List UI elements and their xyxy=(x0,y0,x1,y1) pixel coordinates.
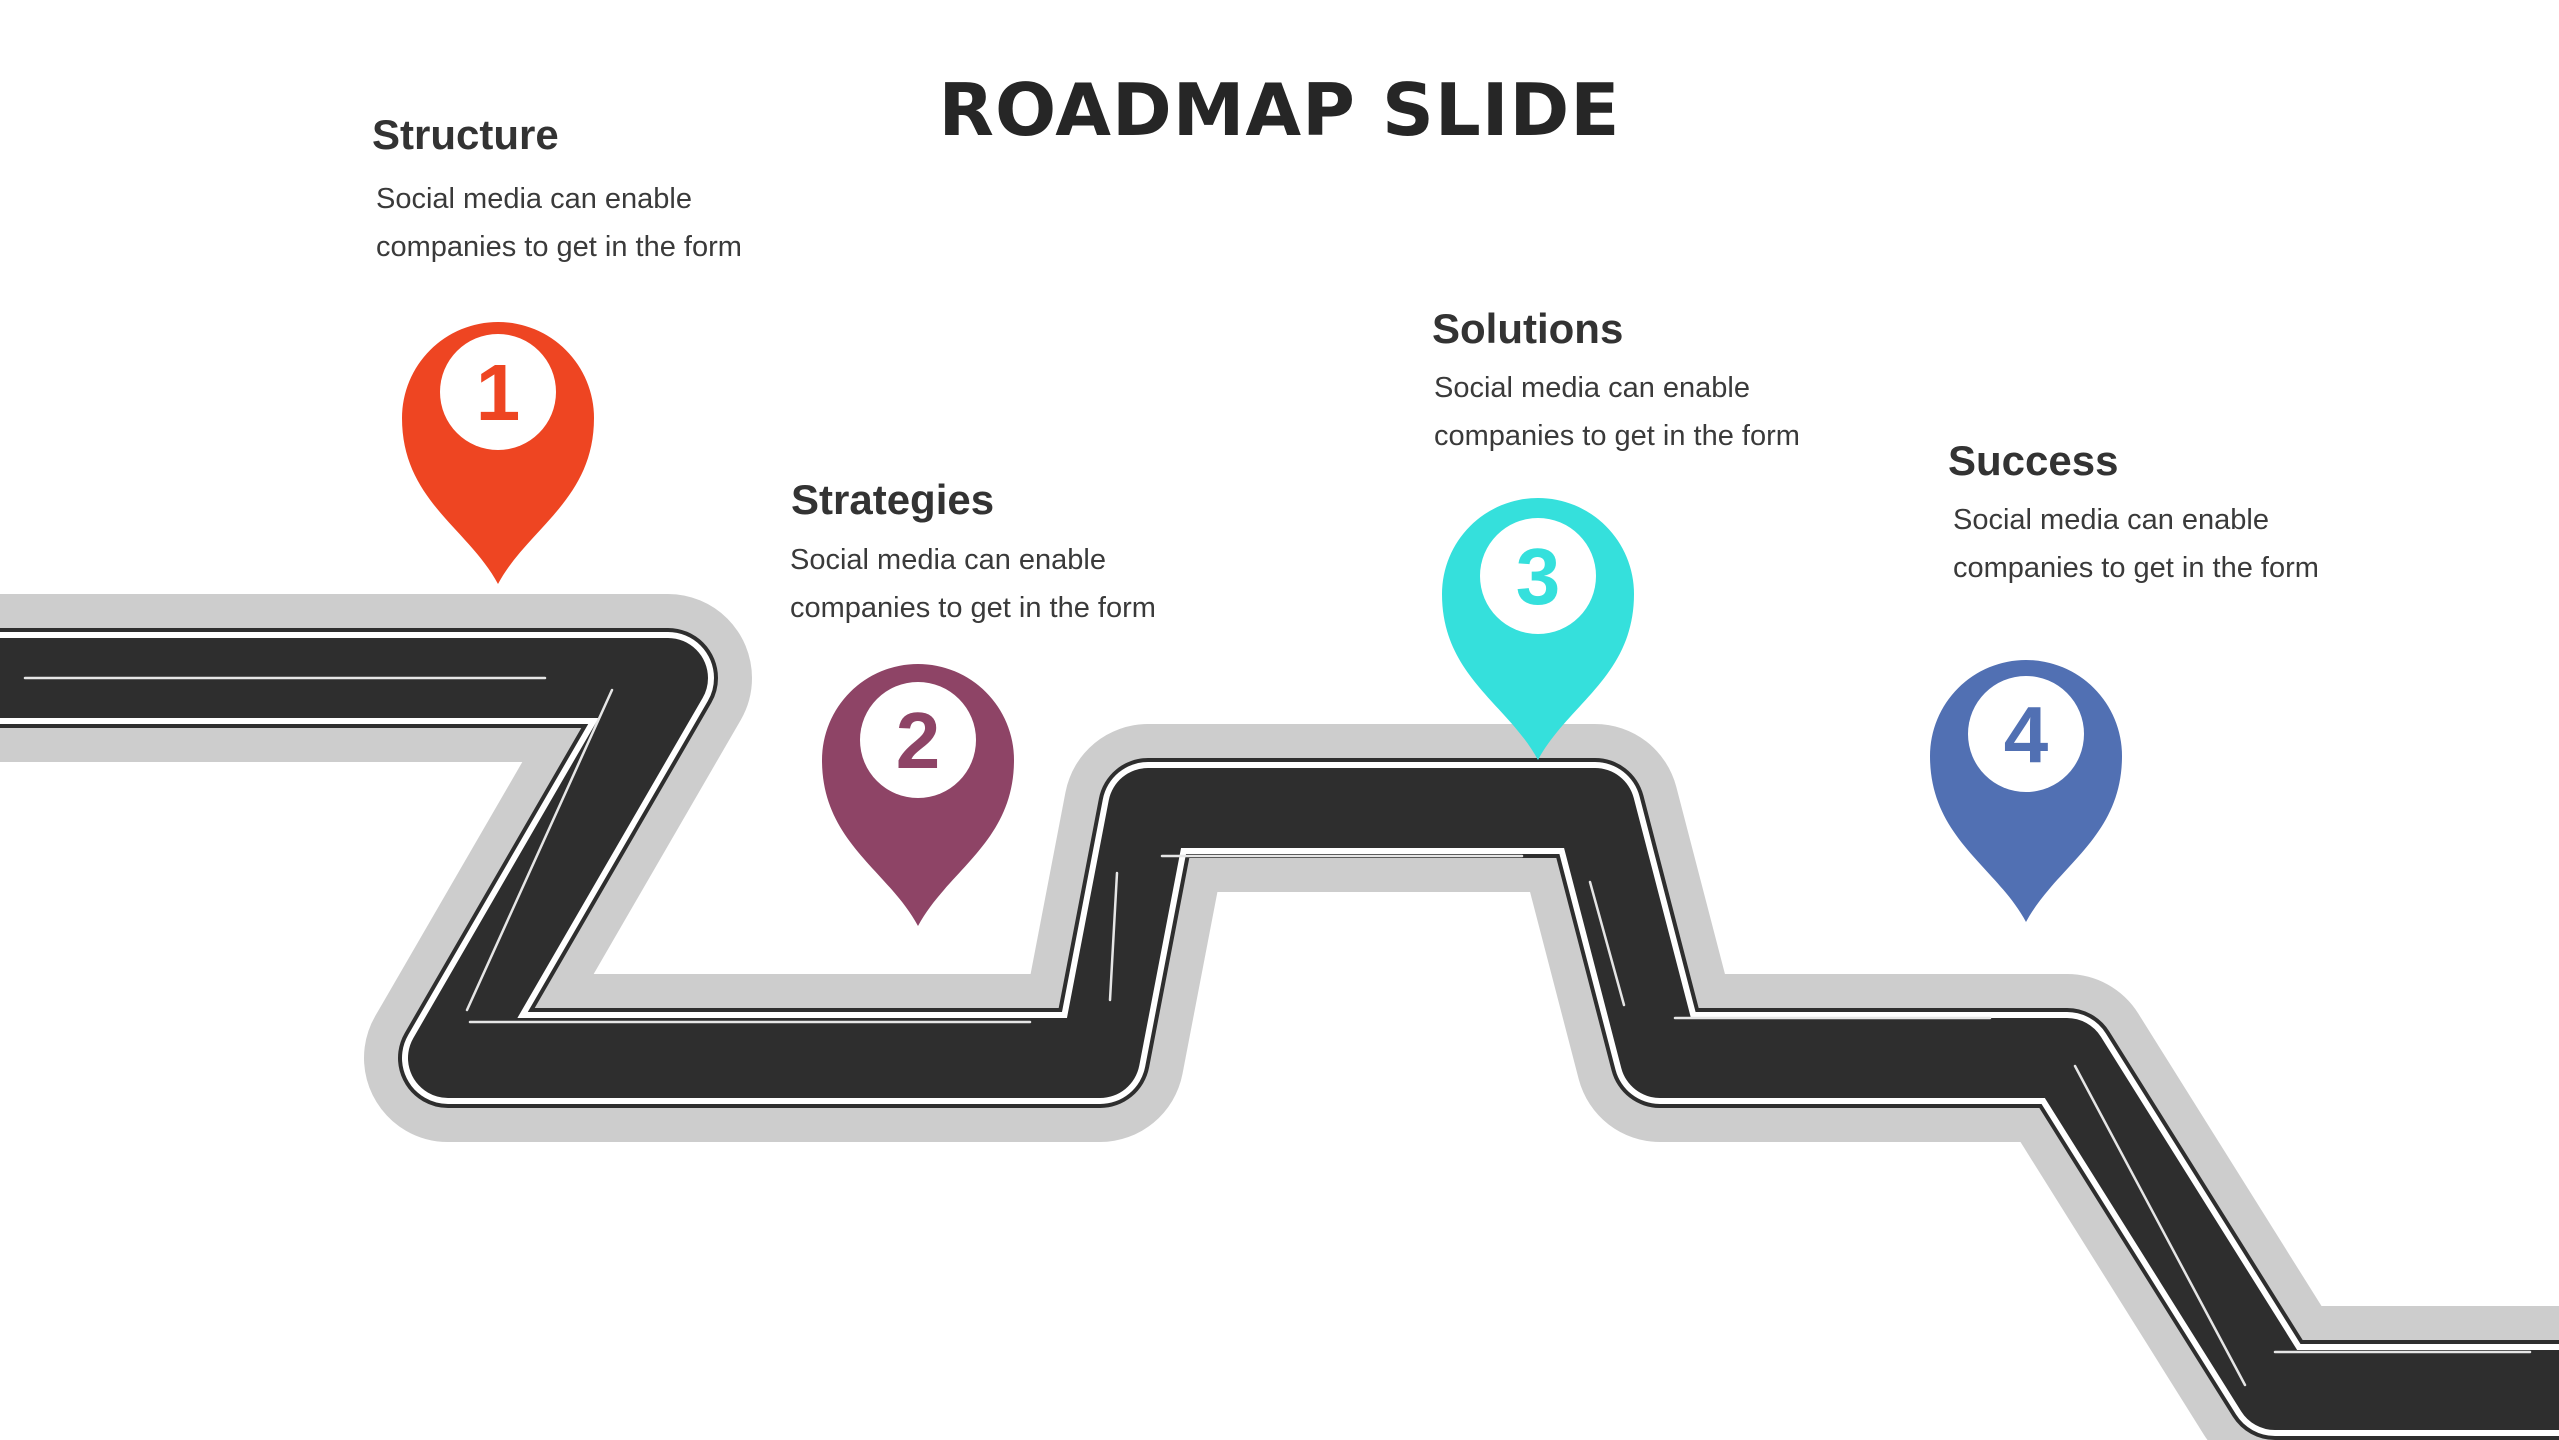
pin-1-number: 1 xyxy=(476,348,521,437)
road-lane-marking xyxy=(23,676,2532,1387)
slide-title: ROADMAP SLIDE xyxy=(938,68,1621,152)
step-2-text: Social media can enable companies to get… xyxy=(790,544,1156,624)
pin-4-map-marker-icon: 4 xyxy=(1930,660,2122,922)
pin-1-map-marker-icon: 1 xyxy=(402,322,594,584)
step-1-heading: Structure xyxy=(372,111,559,158)
step-4-text: Social media can enable companies to get… xyxy=(1953,504,2319,584)
pin-2-number: 2 xyxy=(896,696,941,785)
pin-2-map-marker-icon: 2 xyxy=(822,664,1014,926)
pin-1-inner-circle xyxy=(440,334,556,450)
pin-4-number: 4 xyxy=(2004,690,2049,779)
pin-3-number: 3 xyxy=(1516,532,1561,621)
step-3-heading: Solutions xyxy=(1432,305,1624,352)
pin-2-inner-circle xyxy=(860,682,976,798)
step-2-heading: Strategies xyxy=(791,476,995,523)
pin-3-map-marker-icon: 3 xyxy=(1442,498,1634,760)
step-1-text: Social media can enable companies to get… xyxy=(376,183,742,263)
pin-3-inner-circle xyxy=(1480,518,1596,634)
step-3-text: Social media can enable companies to get… xyxy=(1434,372,1800,452)
road-asphalt xyxy=(0,638,2559,1430)
pin-4-inner-circle xyxy=(1968,676,2084,792)
step-4-heading: Success xyxy=(1948,437,2119,484)
